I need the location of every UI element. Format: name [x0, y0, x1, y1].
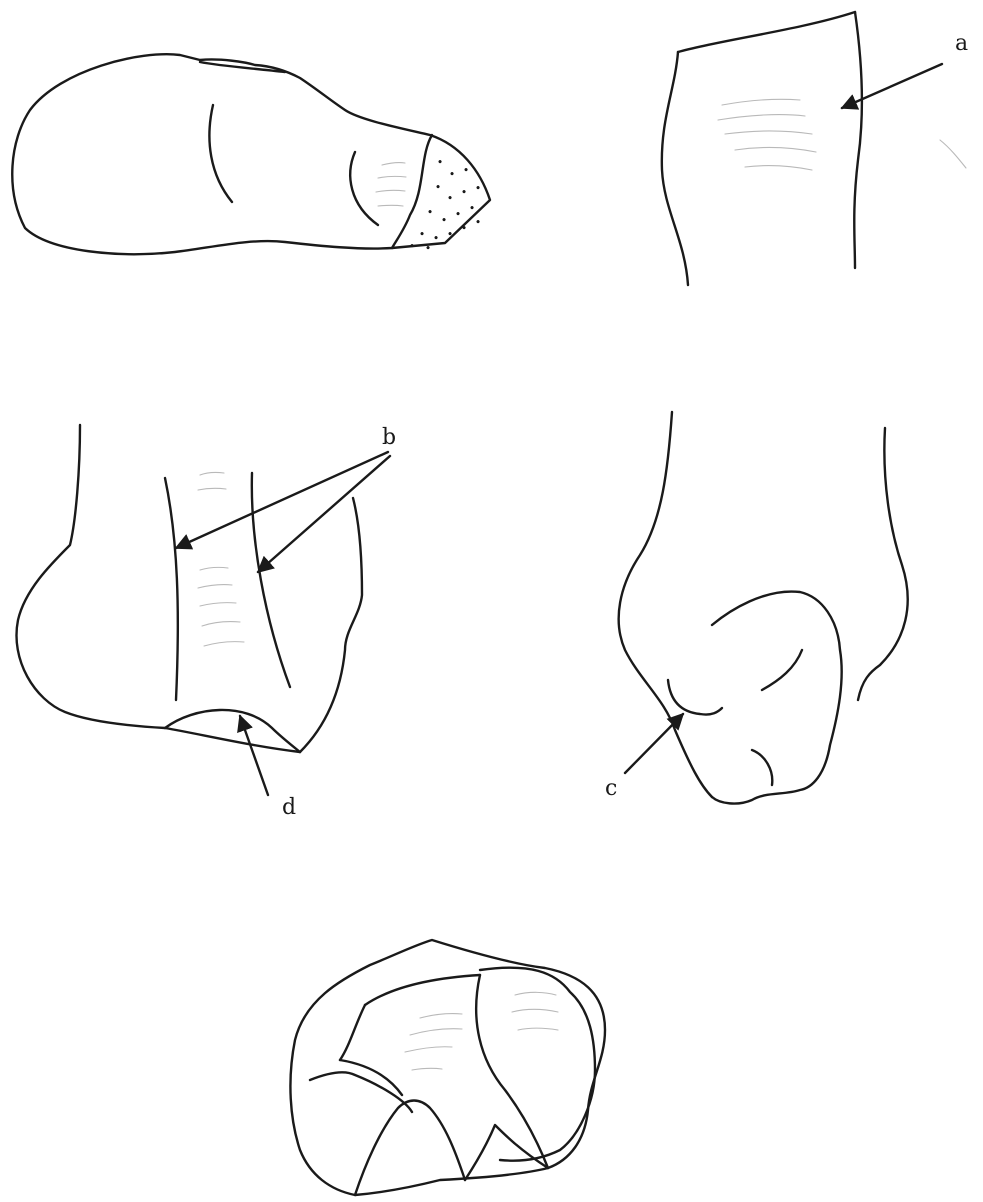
- label-b-arrow-2: [258, 456, 390, 572]
- bone-view-anterior: b d: [16, 425, 396, 820]
- distal-left-edge: [619, 412, 712, 797]
- lateral-groove: [209, 105, 232, 202]
- label-a: a: [955, 31, 968, 56]
- end-facet-lower: [340, 1060, 402, 1095]
- shaft-striations: [718, 99, 816, 170]
- shaft-right-edge: [854, 12, 862, 268]
- label-b: b: [382, 425, 396, 450]
- distal-ridge-2: [762, 650, 802, 690]
- distal-ridge-3: [752, 750, 772, 785]
- label-d-arrow: [240, 716, 268, 795]
- distal-ridge-1: [668, 680, 722, 715]
- bone-view-distal: c: [605, 412, 908, 804]
- anterior-hatching: [198, 472, 244, 646]
- label-c-arrow: [625, 714, 683, 773]
- lateral-hatching: [376, 163, 406, 206]
- lateral-articular-stippling: [410, 160, 479, 249]
- shaft-left-edge: [662, 52, 688, 285]
- lateral-facet-boundary: [392, 135, 432, 248]
- bone-view-end: [290, 940, 605, 1195]
- anterior-left-edge: [16, 425, 300, 752]
- lateral-outline: [12, 54, 490, 254]
- end-inner-outline: [480, 968, 595, 1161]
- end-hatching: [405, 992, 558, 1070]
- label-c: c: [605, 776, 617, 801]
- label-a-arrow: [842, 64, 942, 108]
- end-facet-divider: [476, 975, 548, 1168]
- distal-condyle-outline: [712, 592, 842, 804]
- anterior-right-edge: [300, 498, 362, 752]
- end-notch: [355, 1101, 465, 1196]
- anterior-groove-left: [165, 478, 178, 700]
- shaft-top-rim: [678, 12, 855, 52]
- lateral-facet-edge: [350, 152, 378, 225]
- label-b-arrow-1: [176, 452, 388, 548]
- end-facet-left: [340, 1005, 365, 1060]
- distal-right-edge: [858, 428, 908, 700]
- label-d: d: [282, 795, 296, 820]
- end-facet-upper: [365, 975, 480, 1005]
- bone-view-shaft: a: [662, 12, 968, 285]
- end-left-condyle: [310, 1072, 412, 1112]
- shaft-faint-mark: [940, 140, 966, 168]
- bone-view-lateral: [12, 54, 490, 254]
